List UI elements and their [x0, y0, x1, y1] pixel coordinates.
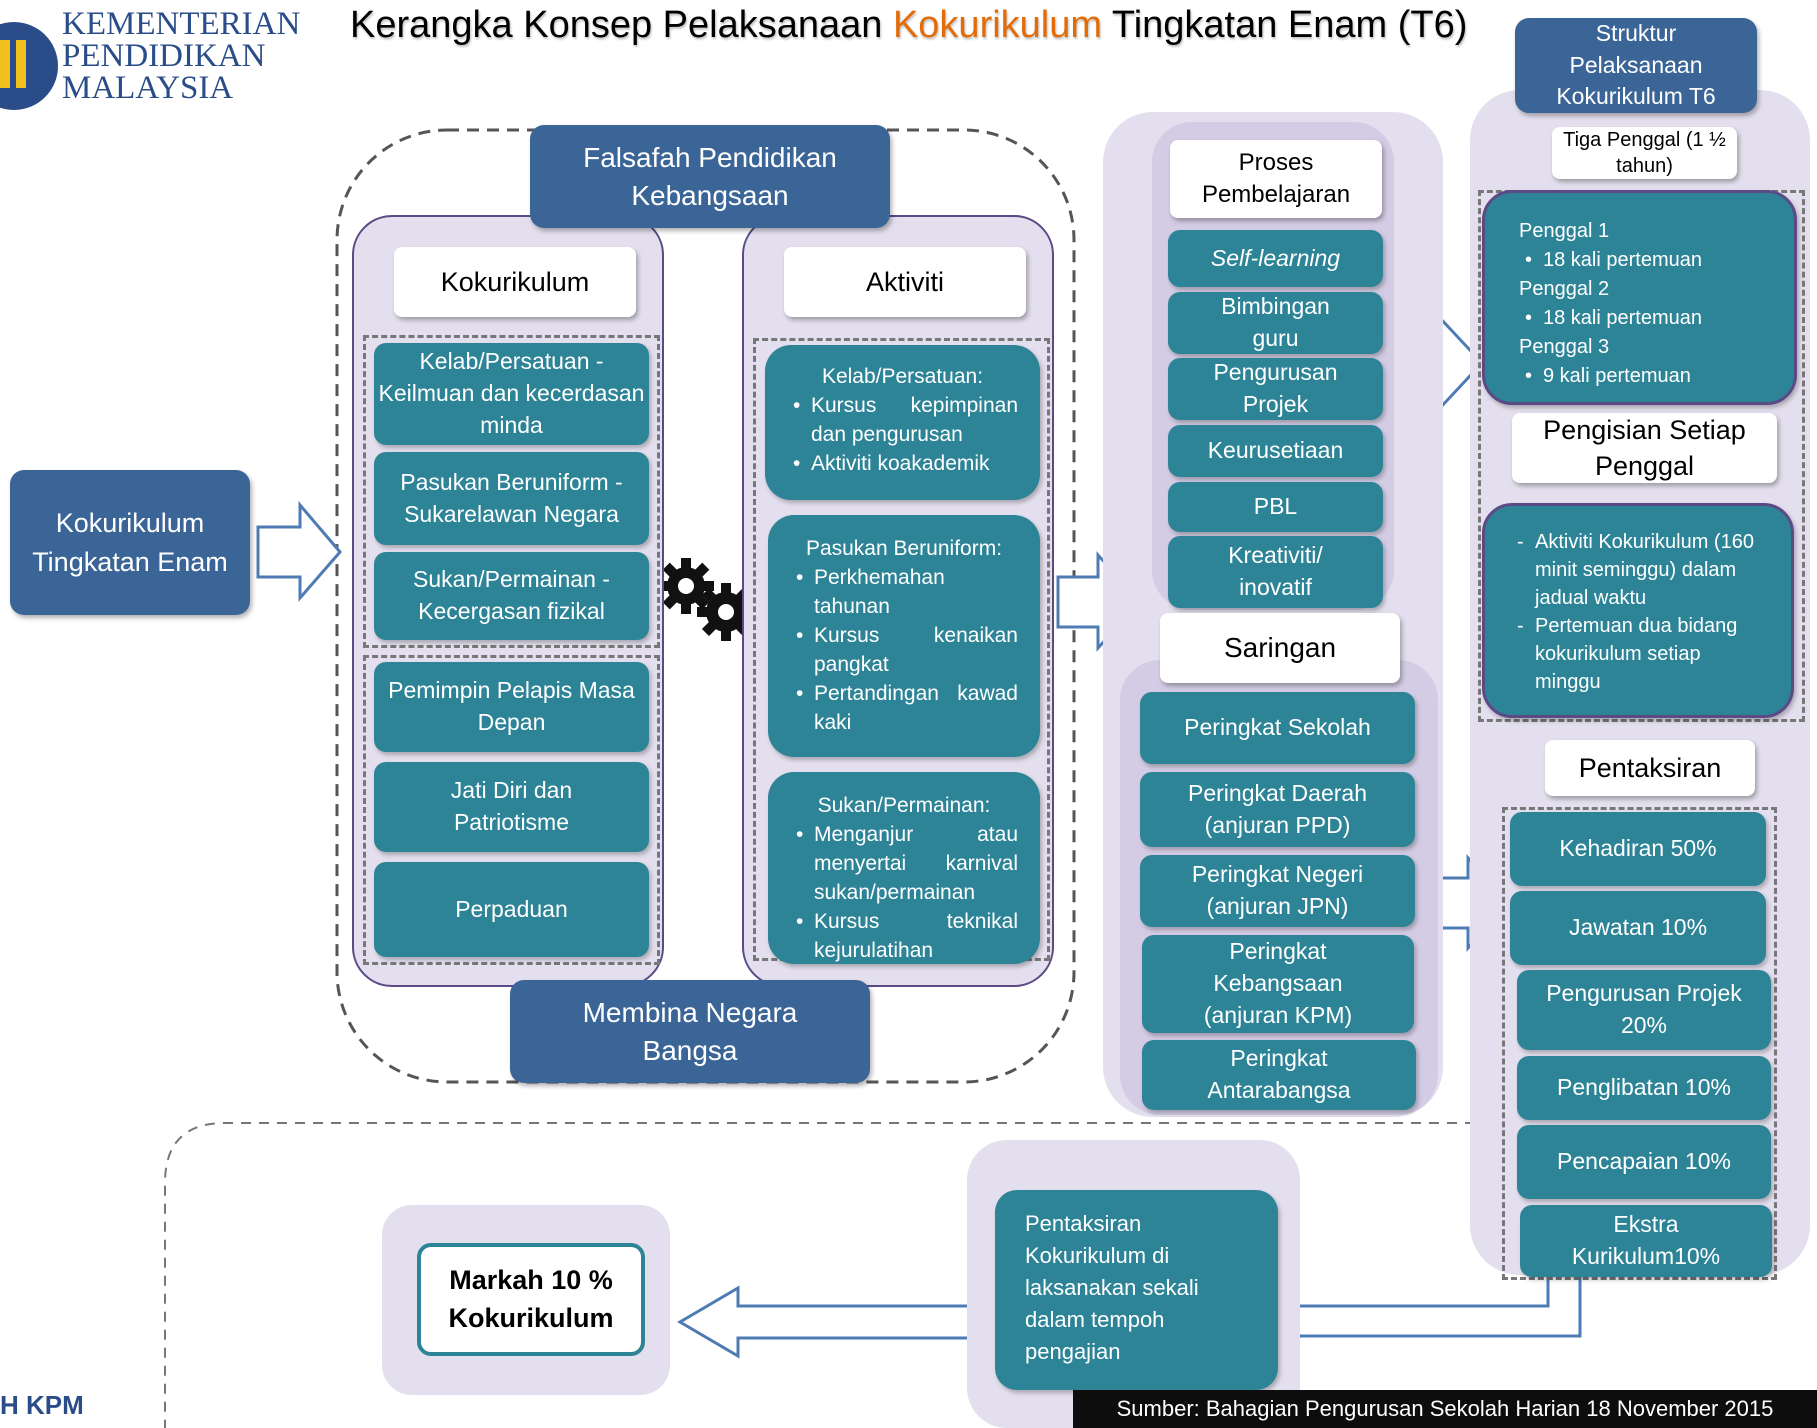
aktiviti-bullet: Aktiviti koakademik	[793, 450, 1018, 479]
ministry-wordmark: KEMENTERIAN PENDIDIKAN MALAYSIA	[62, 6, 342, 106]
title-before: Kerangka Konsep Pelaksanaan	[350, 4, 893, 46]
penggal-detail: 18 kali pertemuan	[1525, 246, 1760, 275]
proses-item: Kreativiti/ inovatif	[1168, 536, 1383, 608]
proses-item: Bimbingan guru	[1168, 292, 1383, 354]
kokurikulum-item: Pemimpin Pelapis Masa Depan	[374, 662, 649, 752]
title-highlight: Kokurikulum	[892, 4, 1103, 46]
logo-line2: PENDIDIKAN	[62, 38, 266, 74]
penggal-detail: 9 kali pertemuan	[1525, 362, 1760, 391]
markah-box: Markah 10 % Kokurikulum	[417, 1243, 645, 1356]
start-box: Kokurikulum Tingkatan Enam	[10, 470, 250, 615]
proses-header: Proses Pembelajaran	[1170, 140, 1382, 218]
kokurikulum-item: Kelab/Persatuan - Keilmuan dan kecerdasa…	[374, 343, 649, 445]
aktiviti-bullet: Pertandingan kawad kaki	[796, 680, 1018, 738]
pentaksiran-header: Pentaksiran	[1545, 740, 1755, 796]
pentaksiran-item: Pencapaian 10%	[1517, 1125, 1771, 1199]
arrow-left-icon	[677, 1285, 992, 1359]
connector-line	[1298, 1272, 1550, 1308]
saringan-header: Saringan	[1160, 613, 1400, 683]
kokurikulum-item: Perpaduan	[374, 862, 649, 957]
connector-line	[1298, 1272, 1582, 1338]
proses-item: PBL	[1168, 482, 1383, 532]
gears-icon	[658, 558, 755, 641]
penggal-label: Penggal 1	[1519, 220, 1610, 242]
arrow-right-icon	[256, 500, 342, 603]
aktiviti-bullet: Perkhemahan tahunan	[796, 564, 1018, 622]
logo-line3: MALAYSIA	[62, 70, 234, 106]
kpm-logo-icon	[0, 18, 58, 114]
title-after: Tingkatan Enam (T6)	[1102, 4, 1468, 46]
aktiviti-header: Aktiviti	[784, 247, 1026, 317]
aktiviti-card-title: Sukan/Permainan:	[817, 794, 991, 817]
aktiviti-card: Pasukan Beruniform: Perkhemahan tahunan …	[768, 515, 1040, 757]
proses-item: Pengurusan Projek	[1168, 358, 1383, 420]
pentaksiran-item: Kehadiran 50%	[1510, 812, 1766, 886]
saringan-item: Peringkat Kebangsaan (anjuran KPM)	[1142, 935, 1414, 1033]
saringan-item: Peringkat Sekolah	[1140, 692, 1415, 764]
page-title: Kerangka Konsep Pelaksanaan Kokurikulum …	[350, 4, 1470, 47]
pentaksiran-item: Ekstra Kurikulum10%	[1520, 1205, 1772, 1277]
pentaksiran-note: Pentaksiran Kokurikulum di laksanakan se…	[995, 1190, 1278, 1390]
saringan-item: Peringkat Antarabangsa	[1142, 1040, 1416, 1110]
penggal-card: Penggal 1 18 kali pertemuan Penggal 2 18…	[1482, 190, 1797, 405]
saringan-item: Peringkat Negeri (anjuran JPN)	[1140, 855, 1415, 927]
proses-item: Keurusetiaan	[1168, 425, 1383, 477]
pentaksiran-item: Pengurusan Projek 20%	[1517, 970, 1771, 1050]
kokurikulum-item: Jati Diri dan Patriotisme	[374, 762, 649, 852]
kokurikulum-group-top	[363, 335, 660, 648]
aktiviti-card: Sukan/Permainan: Menganjur atau menyerta…	[768, 772, 1040, 964]
source-bar: Sumber: Bahagian Pengurusan Sekolah Hari…	[1073, 1390, 1817, 1428]
pentaksiran-item: Jawatan 10%	[1510, 891, 1766, 965]
aktiviti-card-title: Pasukan Beruniform:	[805, 537, 1003, 560]
pengisian-item: Pertemuan dua bidang kokurikulum setiap …	[1517, 612, 1765, 696]
falsafah-box: Falsafah Pendidikan Kebangsaan	[530, 125, 890, 228]
aktiviti-bullet: Menganjur atau menyertai karnival sukan/…	[796, 821, 1018, 908]
membina-box: Membina Negara Bangsa	[510, 980, 870, 1083]
tiga-penggal-label: Tiga Penggal (1 ½ tahun)	[1552, 127, 1737, 179]
aktiviti-bullet: Kursus kepimpinan dan pengurusan	[793, 392, 1018, 450]
proses-item: Self-learning	[1168, 230, 1383, 287]
kokurikulum-group-bottom	[363, 655, 660, 965]
kokurikulum-item: Sukan/Permainan - Kecergasan fizikal	[374, 552, 649, 640]
struktur-header: Struktur Pelaksanaan Kokurikulum T6	[1515, 18, 1757, 113]
logo-line1: KEMENTERIAN	[62, 6, 301, 42]
aktiviti-card-title: Kelab/Persatuan:	[821, 365, 984, 388]
pengisian-card: Aktiviti Kokurikulum (160 minit seminggu…	[1482, 503, 1794, 718]
kokurikulum-item: Pasukan Beruniform -Sukarelawan Negara	[374, 452, 649, 545]
framework-dashed-outline	[335, 128, 1076, 1084]
pentaksiran-item: Penglibatan 10%	[1517, 1056, 1771, 1120]
pengisian-header: Pengisian Setiap Penggal	[1512, 413, 1777, 483]
kokurikulum-header: Kokurikulum	[394, 247, 636, 317]
footer-left-label: H KPM	[0, 1390, 84, 1420]
penggal-label: Penggal 3	[1519, 336, 1610, 358]
bottom-dashed-outline	[164, 1122, 1475, 1428]
penggal-label: Penggal 2	[1519, 278, 1610, 300]
aktiviti-card: Kelab/Persatuan: Kursus kepimpinan dan p…	[765, 345, 1040, 500]
pentaksiran-group	[1502, 807, 1777, 1280]
saringan-item: Peringkat Daerah (anjuran PPD)	[1140, 772, 1415, 847]
pengisian-item: Aktiviti Kokurikulum (160 minit seminggu…	[1517, 528, 1765, 612]
aktiviti-bullet: Kursus teknikal kejurulatihan	[796, 908, 1018, 966]
penggal-detail: 18 kali pertemuan	[1525, 304, 1760, 333]
aktiviti-bullet: Kursus kenaikan pangkat	[796, 622, 1018, 680]
